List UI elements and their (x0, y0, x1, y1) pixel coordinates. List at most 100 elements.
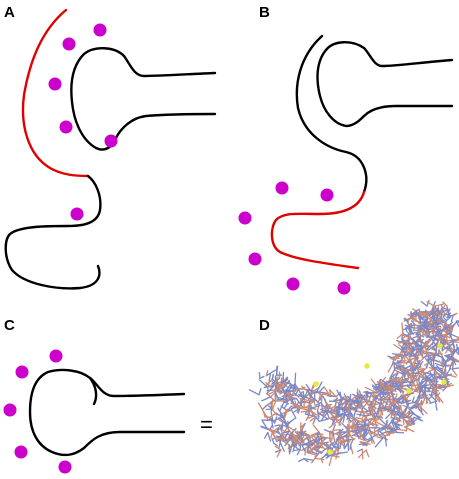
molecule-bond (446, 305, 450, 316)
molecule-bond (317, 412, 329, 420)
molecule-bond (427, 355, 430, 363)
molecule-bond (392, 414, 400, 421)
molecule-bond (290, 402, 300, 408)
molecule-bond (403, 354, 406, 364)
molecule-bond (320, 441, 330, 447)
molecule-bond (358, 425, 367, 433)
molecule-bond (329, 441, 336, 446)
molecule-bond (277, 387, 284, 390)
molecule-bond (258, 371, 261, 379)
molecule-bond (349, 418, 355, 423)
molecule-bond (285, 392, 293, 402)
molecule-bond (335, 410, 339, 417)
molecule-bond (441, 344, 452, 353)
molecule-bond (315, 401, 323, 406)
molecule-bond (399, 416, 411, 424)
molecule-bond (387, 363, 394, 373)
molecule-bond (429, 319, 435, 323)
molecule-bond (306, 451, 318, 456)
molecule-bond (299, 422, 306, 434)
molecule-bond (374, 420, 385, 427)
molecule-bond (278, 416, 288, 425)
molecule-bond (323, 386, 332, 398)
molecule-bond (403, 410, 406, 418)
molecule-bond (312, 424, 321, 434)
molecule-bond (451, 368, 458, 376)
molecule-bond (435, 375, 438, 388)
panel-b-black-strand (295, 34, 368, 194)
molecule-bond (355, 418, 363, 427)
molecule-bond (410, 388, 421, 394)
panel-b-head-outline (316, 41, 454, 128)
molecule-bond (414, 360, 421, 372)
molecule-bond (355, 410, 366, 414)
molecule-bond (428, 392, 436, 400)
molecule-bond (257, 402, 265, 413)
molecule-bond (401, 322, 404, 335)
molecule-bond (395, 376, 405, 383)
molecule-bond (361, 410, 372, 416)
molecule-bond (350, 425, 358, 430)
molecule-bond (391, 353, 403, 356)
molecule-bond (281, 421, 284, 432)
molecule-bond (348, 398, 352, 406)
molecule-bond (362, 427, 372, 429)
molecule-bond (417, 333, 425, 338)
molecule-bond (418, 313, 430, 317)
molecule-bond (347, 403, 351, 412)
molecule-bond (376, 402, 381, 415)
molecule-bond (371, 408, 375, 419)
molecule-bond (420, 376, 427, 379)
molecule-bond (274, 376, 278, 386)
molecule-ion (437, 343, 443, 349)
molecule-bond (399, 366, 405, 372)
molecule-bond (291, 390, 300, 398)
molecule-bond (420, 300, 428, 307)
molecule-bond (365, 390, 372, 395)
molecule-bond (405, 350, 411, 357)
panel-b-red-loop (270, 190, 366, 270)
molecule-bond (300, 393, 310, 402)
molecule-bond (275, 412, 285, 420)
molecule-bond (320, 446, 329, 453)
molecule-bond (453, 341, 459, 344)
molecule-bond (391, 421, 396, 431)
molecule-bond (331, 448, 336, 454)
molecule-bond (317, 436, 325, 441)
molecule-bond (282, 381, 290, 389)
molecule-bond (421, 370, 425, 377)
molecule-bond (281, 437, 291, 441)
molecule-bond (355, 394, 364, 400)
molecule-bond (351, 430, 361, 437)
molecule-bond (393, 362, 400, 364)
molecule-bond (430, 313, 435, 319)
molecule-bond (258, 387, 262, 396)
molecule-bond (304, 442, 316, 449)
molecule-bond (299, 427, 308, 437)
molecule-bond (271, 399, 274, 410)
molecule-bond (294, 372, 297, 385)
molecule-bond (314, 457, 325, 461)
molecule-bond (402, 327, 411, 331)
molecule-bond (359, 430, 362, 439)
molecule-bond (304, 413, 317, 418)
molecule-bond (276, 437, 283, 441)
molecule-bond (261, 426, 269, 430)
molecule-bond (436, 365, 445, 374)
molecule-bond (303, 458, 314, 461)
molecule-bond (450, 320, 458, 330)
molecule-bond (428, 355, 435, 360)
molecule-bond (293, 435, 301, 438)
molecule-bond (443, 341, 448, 347)
molecule-bond (451, 367, 459, 370)
molecule-bond (343, 442, 349, 450)
panel-a-red-strand (21, 8, 90, 178)
molecule-bond (457, 349, 459, 355)
molecule-bond (424, 339, 432, 348)
molecule-bond (410, 308, 420, 316)
molecule-bond (271, 437, 275, 444)
molecule-bond (301, 444, 306, 452)
molecule-bond (271, 408, 278, 416)
molecule-bond (325, 403, 333, 406)
molecule-bond (274, 385, 280, 392)
